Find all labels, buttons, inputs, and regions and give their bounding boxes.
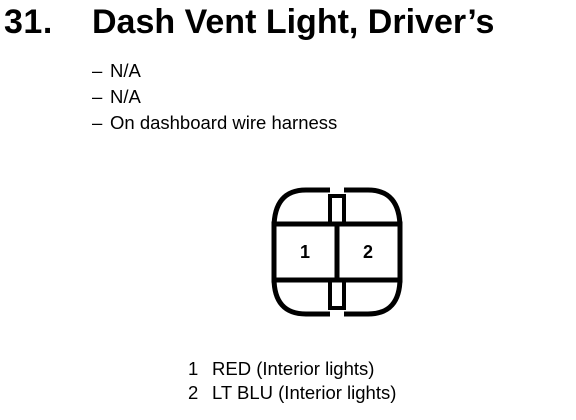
pinout-desc: RED (Interior lights) <box>212 358 375 379</box>
spec-item: –N/A <box>92 58 337 84</box>
section-title: Dash Vent Light, Driver’s <box>92 3 495 41</box>
connector-diagram: 1 2 <box>271 187 403 317</box>
spec-text: N/A <box>110 86 141 107</box>
connector-latch-top <box>328 194 346 226</box>
section-header: 31. Dash Vent Light, Driver’s <box>0 0 576 48</box>
connector-cavity-right <box>334 221 403 283</box>
pinout-list: 1 RED (Interior lights) 2 LT BLU (Interior… <box>188 357 396 405</box>
dash-bullet: – <box>92 86 103 107</box>
spec-text: N/A <box>110 60 141 81</box>
dash-bullet: – <box>92 112 103 133</box>
spec-item: –N/A <box>92 84 337 110</box>
connector-latch-bottom <box>328 278 346 310</box>
spec-list: –N/A –N/A –On dashboard wire harness <box>92 58 337 136</box>
section-number: 31. <box>4 3 53 41</box>
pin-label-2: 2 <box>363 242 373 262</box>
pinout-row: 1 RED (Interior lights) <box>188 357 396 381</box>
pinout-pin: 2 <box>188 382 199 403</box>
pin-label-1: 1 <box>300 242 310 262</box>
pinout-desc: LT BLU (Interior lights) <box>212 382 397 403</box>
dash-bullet: – <box>92 60 103 81</box>
spec-item: –On dashboard wire harness <box>92 110 337 136</box>
spec-text: On dashboard wire harness <box>110 112 338 133</box>
pinout-pin: 1 <box>188 358 199 379</box>
pinout-row: 2 LT BLU (Interior lights) <box>188 381 396 405</box>
